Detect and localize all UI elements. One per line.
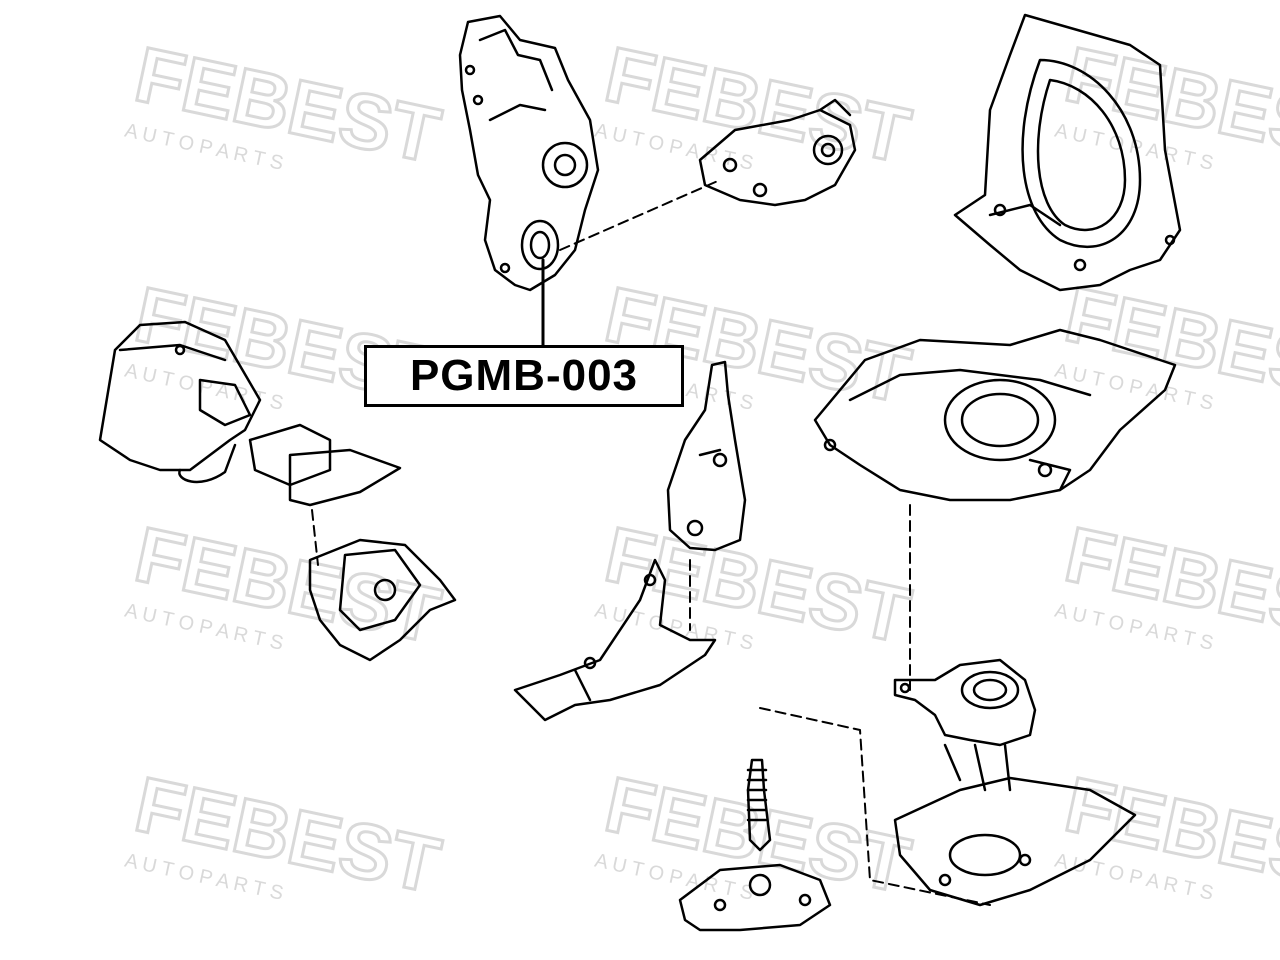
subframe-cover (813, 328, 1177, 502)
guard-plate (513, 558, 717, 722)
assembly-lines (311, 179, 991, 906)
torque-rod-bracket (698, 98, 857, 207)
lower-left-mount (248, 423, 457, 662)
steering-knuckle (458, 14, 600, 292)
upper-right-bracket (953, 13, 1182, 292)
part-number-label: PGMB-003 (364, 345, 684, 407)
center-bracket (666, 360, 747, 552)
mounting-stud (678, 758, 832, 932)
rear-mount (893, 658, 1137, 907)
engine-mount-left (98, 320, 262, 484)
